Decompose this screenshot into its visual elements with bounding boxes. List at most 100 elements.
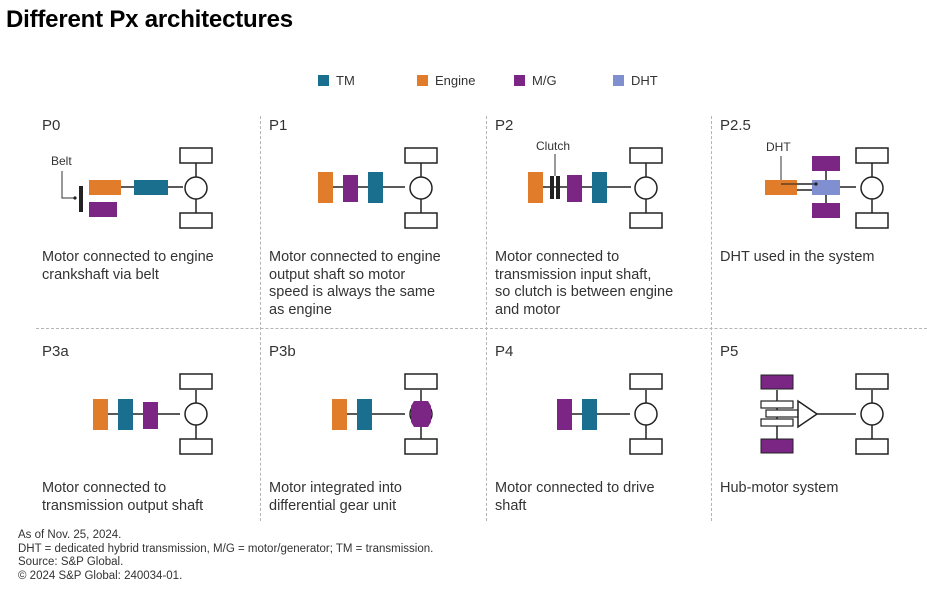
mg-block [760,374,794,390]
legend-label-mg: M/G [532,73,557,88]
axle-wheels-icon [629,373,663,455]
cell-description-p3a: Motor connected to transmission output s… [42,480,257,515]
legend-item-engine: Engine [417,73,475,88]
description-line: transmission output shaft [42,497,204,514]
diagram-p2-5: DHT [765,140,889,229]
description-line: Motor connected to [495,249,620,265]
cell-label-p2: P2 [495,117,514,134]
footnote-source: Source: S&P Global. [18,556,124,568]
footnotes: As of Nov. 25, 2024. DHT = dedicated hyb… [18,529,433,583]
legend-label-dht: DHT [631,73,658,88]
axle-wheels-icon [855,373,889,455]
diagram-p3b [332,373,438,455]
description-line: so clutch is between engine [495,284,674,300]
dht-block [812,180,840,195]
cell-label-p1: P1 [269,117,288,134]
description-line: Motor connected to drive [495,480,655,496]
legend-swatch-tm [318,75,329,86]
engine-block [765,180,797,195]
footnote-copyright: © 2024 S&P Global: 240034-01. [18,569,183,582]
mg-block [343,175,358,202]
legend-swatch-dht [613,75,624,86]
description-line: as engine [269,301,332,318]
belt-leader-line [61,171,75,199]
dht-leader-dot [814,182,818,186]
legend-label-engine: Engine [435,73,476,88]
description-line: speed is always the same [269,284,436,300]
cell-label-p3a: P3a [42,343,69,360]
axle-wheels-icon [855,147,889,229]
engine-block [318,172,333,203]
cell-label-p3b: P3b [269,343,296,360]
tm-block [134,180,168,195]
axle-wheels-icon [629,147,663,229]
description-line: crankshaft via belt [42,266,159,283]
mg-block [812,203,840,218]
cell-label-p0: P0 [42,117,61,134]
mg-block [411,401,431,427]
tm-block [582,399,597,430]
mg-block [812,156,840,171]
cell-description-p1: Motor connected to engine output shaft s… [269,249,484,319]
cell-description-p5: Hub-motor system [720,480,927,498]
legend: TM Engine M/G DHT [0,73,927,91]
chart-title: Different Px architectures [6,6,293,33]
axle-wheels-icon [404,147,438,229]
tm-block [592,172,607,203]
cell-description-p3b: Motor integrated into differential gear … [269,480,484,515]
description-line: output shaft so motor [269,266,406,283]
callout-dht: DHT [766,140,791,154]
callout-belt: Belt [51,154,72,168]
clutch-icon [550,176,560,199]
diagram-p3a [93,373,213,455]
axle-wheels-icon [179,147,213,229]
grid-divider-vertical-1 [260,116,261,521]
description-line: differential gear unit [269,497,397,514]
description-line: Motor connected to [42,480,167,496]
legend-item-tm: TM [318,73,355,88]
legend-item-dht: DHT [613,73,658,88]
grid-divider-vertical-3 [711,116,712,521]
tm-block [368,172,383,203]
mg-block [760,438,794,454]
axle-wheels-icon [179,373,213,455]
mg-block [567,175,582,202]
description-line: Motor integrated into [269,480,402,496]
legend-swatch-mg [514,75,525,86]
diagram-p2: Clutch [528,139,663,229]
footnote-date: As of Nov. 25, 2024. [18,529,122,541]
description-line: and motor [495,301,561,318]
description-line: transmission input shaft, [495,266,652,283]
engine-block [93,399,108,430]
engine-block [528,172,543,203]
tm-block [118,399,133,430]
cell-description-p0: Motor connected to engine crankshaft via… [42,249,257,284]
cell-label-p2-5: P2.5 [720,117,751,134]
tm-block [357,399,372,430]
callout-clutch: Clutch [536,139,570,153]
engine-block [89,180,121,195]
hub-gear-icon [760,399,819,429]
footnote-abbreviations: DHT = dedicated hybrid transmission, M/G… [18,542,434,555]
grid-divider-vertical-2 [486,116,487,521]
cell-description-p2: Motor connected to transmission input sh… [495,249,710,319]
belt-leader-dot [73,196,77,200]
diagram-p5 [760,373,889,455]
diagram-p1 [318,147,438,229]
diagram-p4 [557,373,663,455]
legend-swatch-engine [417,75,428,86]
engine-block [332,399,347,430]
grid-divider-horizontal [36,328,927,329]
diagram-p0: Belt [51,147,213,229]
legend-item-mg: M/G [514,73,557,88]
cell-description-p2-5: DHT used in the system [720,249,927,267]
mg-block [557,399,572,430]
description-line: shaft [495,497,527,514]
axle-wheels-icon [404,373,438,455]
cell-label-p4: P4 [495,343,514,360]
mg-block [143,402,158,429]
description-line: Hub-motor system [720,480,839,496]
belt-icon [79,186,83,212]
legend-label-tm: TM [336,73,355,88]
